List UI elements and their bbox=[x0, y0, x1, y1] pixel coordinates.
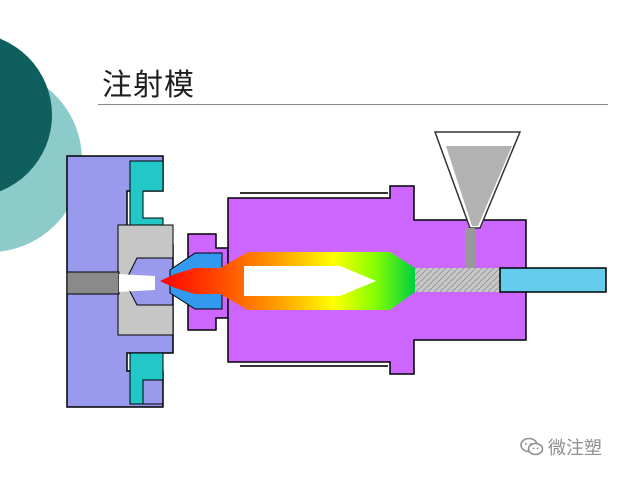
watermark: 微注塑 bbox=[520, 434, 602, 460]
decor-circle-dark bbox=[0, 38, 52, 192]
molded-part bbox=[117, 224, 174, 336]
melt-core bbox=[244, 266, 376, 296]
cavity-gap bbox=[119, 274, 155, 292]
screw-shaft bbox=[499, 267, 607, 293]
sprue-channel bbox=[66, 271, 120, 295]
title-divider bbox=[98, 104, 608, 105]
hopper-pellets bbox=[446, 146, 512, 226]
wechat-icon bbox=[520, 437, 544, 456]
slide-title: 注射模 bbox=[102, 68, 195, 103]
mold-insert-bottom bbox=[129, 352, 164, 405]
watermark-text: 微注塑 bbox=[548, 438, 602, 459]
